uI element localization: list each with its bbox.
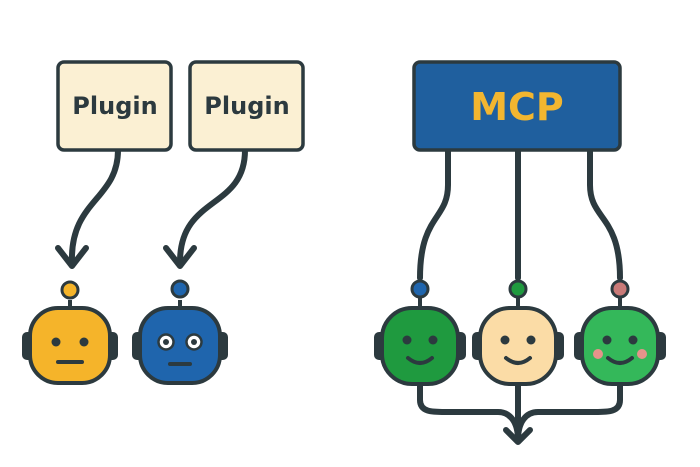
robot-green-dark-eye-right: [428, 335, 438, 345]
robot-green-light-mouth: [606, 356, 634, 365]
plugin-group: Plugin Plugin: [22, 60, 305, 385]
robot-green-light-head: [580, 306, 660, 386]
robot-green-dark: [374, 279, 466, 386]
robot-yellow-eye-right: [79, 337, 89, 347]
robot-cream-antenna: [508, 279, 528, 299]
robot-green-light-cheek-right: [637, 349, 647, 359]
robot-yellow-eye-left: [51, 337, 61, 347]
robot-green-dark-mouth: [406, 356, 434, 365]
robot-green-light-eye-left: [602, 335, 612, 345]
robot-blue-antenna: [170, 279, 190, 299]
robot-green-dark-eye-left: [402, 335, 412, 345]
robot-cream-head: [478, 306, 558, 386]
plugin-arrowhead-1: [55, 245, 89, 269]
robot-green-light-cheek-left: [593, 349, 603, 359]
plugin-arrowhead-2: [163, 245, 197, 269]
plugin-box-2: Plugin: [188, 60, 305, 152]
plugin-box-1: Plugin: [56, 60, 173, 152]
robot-yellow: [22, 280, 118, 385]
mcp-hub-label: MCP: [470, 85, 564, 129]
robot-green-light-antenna: [610, 279, 630, 299]
robot-cream-eye-right: [526, 335, 536, 345]
mcp-bottom-arrowhead: [503, 427, 533, 445]
robot-yellow-head: [28, 306, 112, 385]
robot-blue-head: [138, 306, 222, 385]
robot-green-dark-antenna: [410, 279, 430, 299]
mcp-connector-right: [587, 147, 623, 281]
robot-cream-mouth: [504, 356, 532, 365]
plugin-connector-2: [177, 147, 248, 265]
mcp-bottom-bracket: [417, 382, 623, 443]
robot-blue: [132, 279, 228, 385]
mcp-connector-left: [417, 147, 451, 281]
plugin-connector-1: [68, 147, 121, 265]
plugin-box-2-label: Plugin: [204, 92, 289, 120]
mcp-group: MCP: [374, 60, 666, 445]
robot-cream-eye-left: [500, 335, 510, 345]
robot-green-dark-head: [380, 306, 460, 386]
robot-green-light: [574, 279, 666, 386]
robot-cream: [472, 279, 564, 386]
mcp-hub-box: MCP: [412, 60, 622, 152]
plugin-box-1-label: Plugin: [72, 92, 157, 120]
robot-green-light-eye-right: [628, 335, 638, 345]
robot-yellow-antenna: [60, 280, 80, 300]
